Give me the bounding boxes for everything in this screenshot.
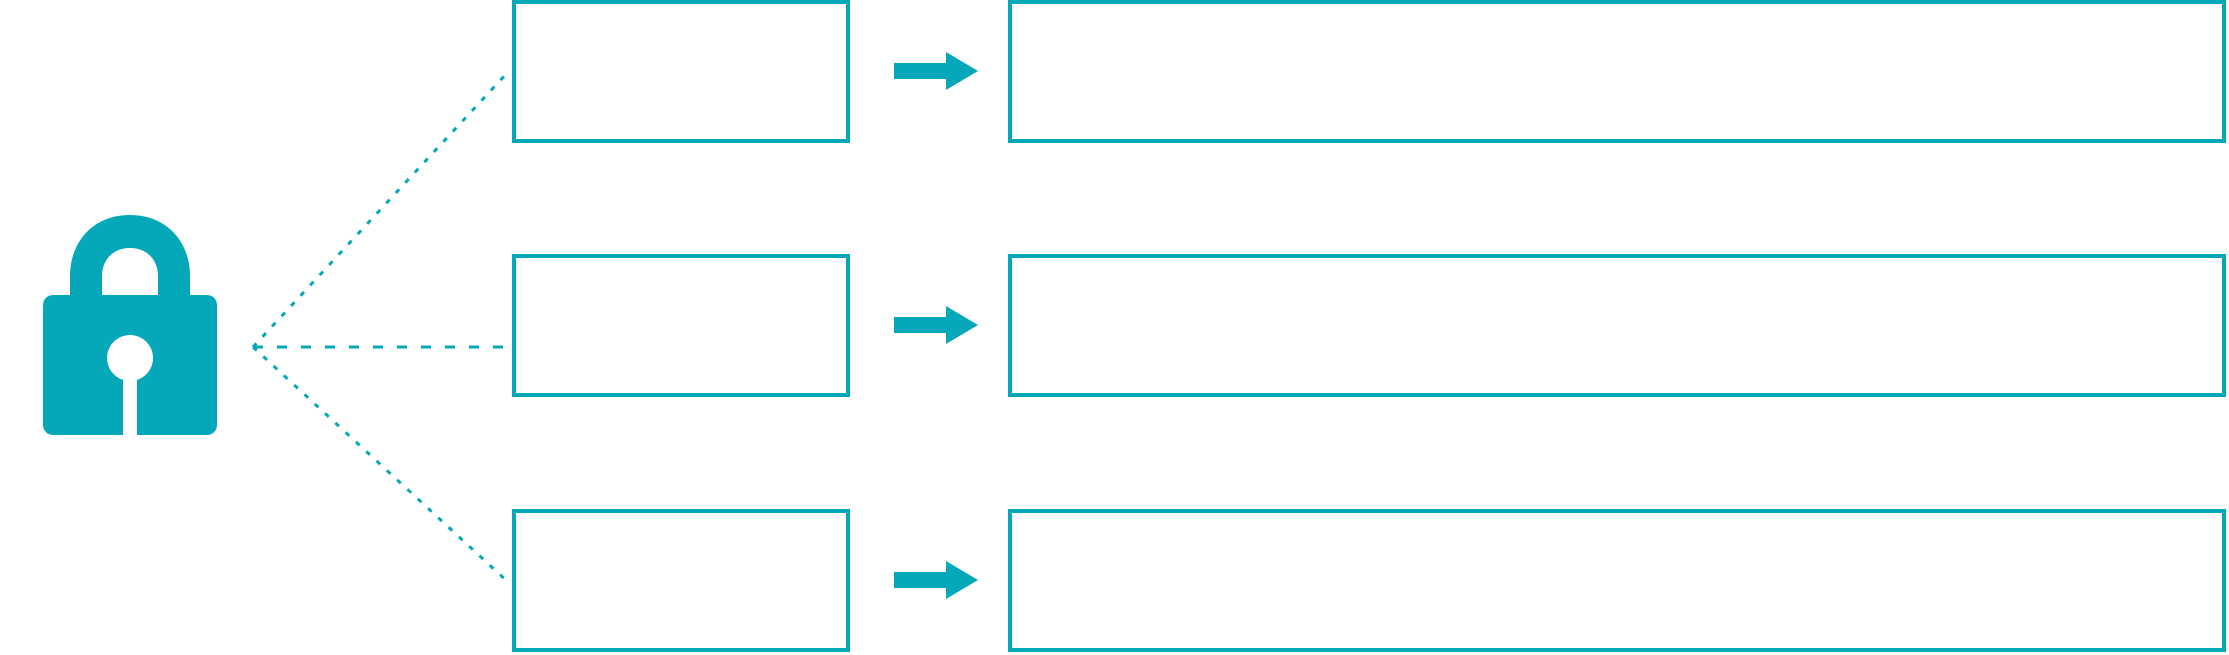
right-arrow-shape — [894, 561, 978, 599]
row-label-box[interactable] — [512, 509, 850, 652]
row-label-box[interactable] — [512, 0, 850, 143]
diagram-row — [0, 509, 2229, 654]
right-arrow-icon — [894, 52, 978, 90]
padlock-keyhole-stem — [123, 358, 137, 438]
row-detail-box[interactable] — [1008, 509, 2226, 652]
diagram-row — [0, 0, 2229, 145]
right-arrow-icon — [894, 306, 978, 344]
padlock-icon — [43, 215, 217, 438]
right-arrow-shape — [894, 52, 978, 90]
row-label-box[interactable] — [512, 254, 850, 397]
right-arrow-icon — [894, 561, 978, 599]
right-arrow-shape — [894, 306, 978, 344]
row-detail-box[interactable] — [1008, 254, 2226, 397]
row-detail-box[interactable] — [1008, 0, 2226, 143]
diagram-row — [0, 254, 2229, 399]
padlock-shackle — [70, 215, 190, 305]
